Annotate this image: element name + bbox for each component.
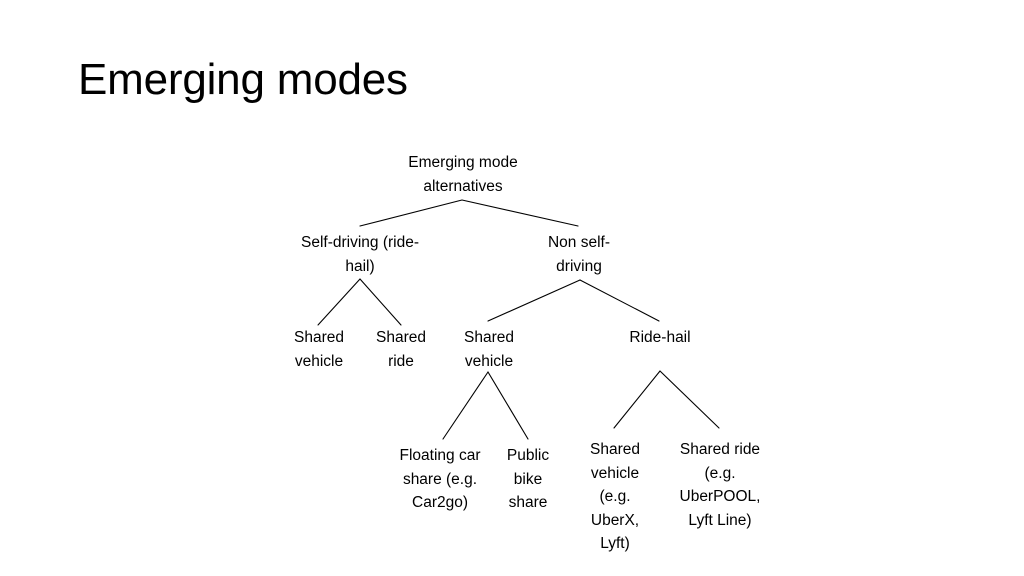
tree-node-shared-vehicle-uberx-lyft: Shared vehicle (e.g. UberX, Lyft) [590,441,640,553]
connector-self-driving-to-shared-ride [359,278,402,326]
tree-node-shared-ride-uberpool-lyftline: Shared ride (e.g. UberPOOL, Lyft Line) [679,441,761,529]
tree-node-self-driving: Self-driving (ride-hail) [300,234,419,275]
tree-node-non-self-driving-shared-vehicle: Shared vehicle [464,329,514,370]
connector-root-to-non-self-driving [461,199,579,227]
tree-node-non-self-driving-ride-hail: Ride-hail [629,329,691,346]
connector-self-driving-to-shared-vehicle [317,278,361,326]
tree-node-public-bike-share: Public bike share [506,447,550,512]
connector-non-self-driving-to-shared-vehicle [487,279,581,322]
tree-node-non-self-driving: Non self-driving [547,234,611,275]
connector-non-self-driving-to-ride-hail [579,279,660,322]
connector-ride-hail-to-uberx-lyft [613,370,661,429]
tree-node-emerging-mode-alternatives: Emerging mode alternatives [408,154,518,195]
connector-ride-hail-to-uberpool-lyftline [659,370,720,429]
page-title: Emerging modes [78,55,408,104]
connector-root-to-self-driving [359,199,463,227]
connector-shared-vehicle-to-floating-car-share [442,371,489,440]
tree-node-self-driving-shared-vehicle: Shared vehicle [294,329,344,370]
tree-node-floating-car-share: Floating car share (e.g. Car2go) [399,447,481,512]
tree-node-self-driving-shared-ride: Shared ride [376,329,426,370]
connector-shared-vehicle-to-public-bike-share [487,371,529,440]
